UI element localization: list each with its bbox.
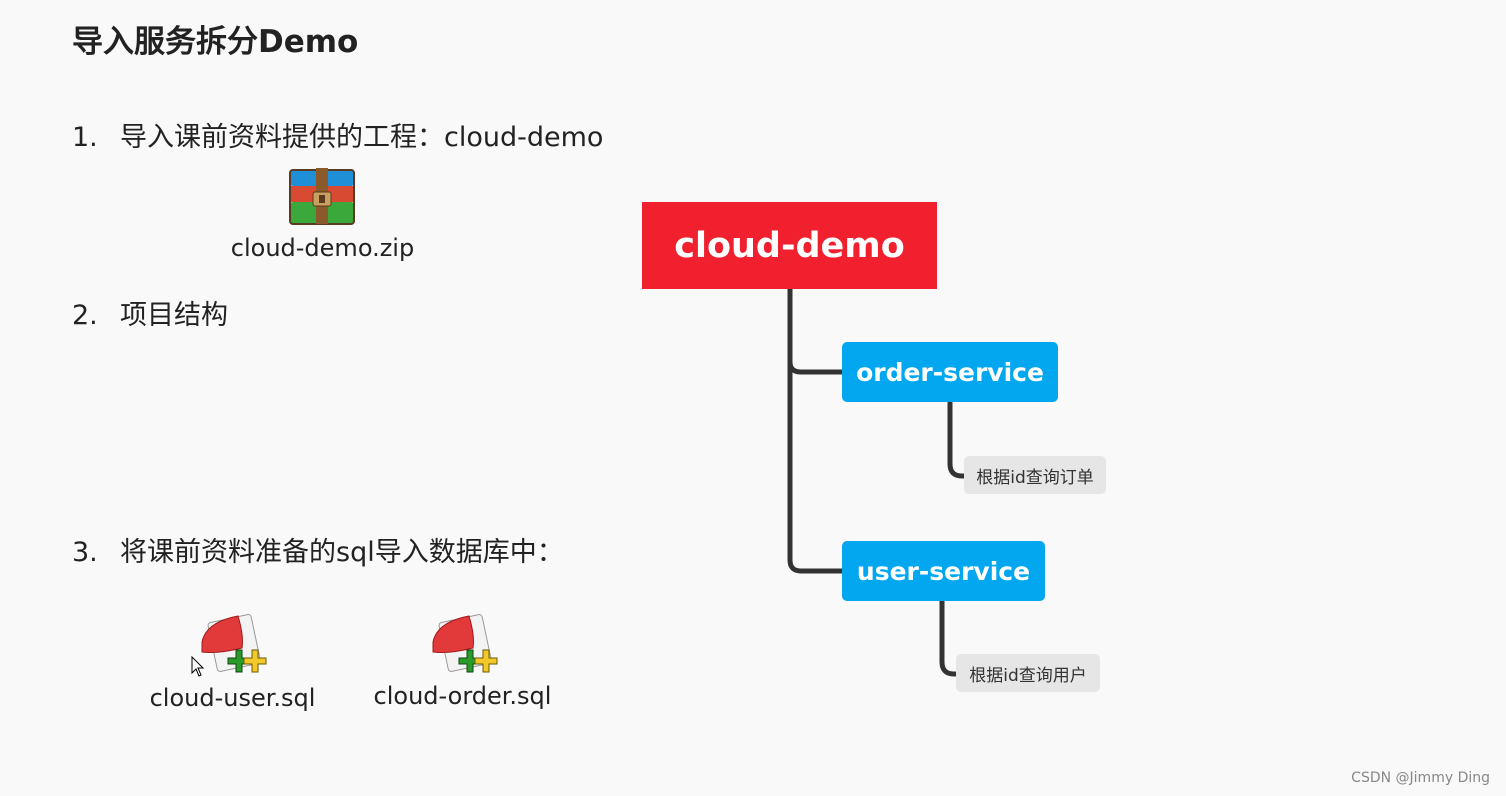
step-text: 将课前资料准备的sql导入数据库中：: [120, 537, 564, 568]
file-label: cloud-user.sql: [149, 684, 316, 712]
user-service-node: user-service: [842, 541, 1045, 601]
order-service-node: order-service: [842, 342, 1058, 402]
order-service-desc: 根据id查询订单: [964, 456, 1106, 494]
file-label: cloud-order.sql: [373, 682, 552, 710]
mouse-cursor-icon: [191, 656, 205, 677]
winrar-archive-icon: [289, 168, 355, 225]
watermark: CSDN @Jimmy Ding: [1351, 770, 1490, 786]
sql-file-icon: [432, 614, 498, 673]
user-service-desc: 根据id查询用户: [956, 654, 1100, 692]
connector-root-user: [787, 286, 845, 574]
tree-root-node: cloud-demo: [642, 202, 937, 289]
step-number: 2.: [72, 300, 98, 331]
user-sql-file[interactable]: cloud-user.sql: [140, 612, 325, 717]
page-title: 导入服务拆分Demo: [72, 24, 359, 60]
step-3: 3. 将课前资料准备的sql导入数据库中：: [72, 530, 564, 569]
step-2: 2. 项目结构: [72, 293, 228, 332]
sql-file-icon: [201, 614, 267, 673]
file-label: cloud-demo.zip: [230, 234, 415, 262]
step-text: 项目结构: [120, 300, 228, 331]
connector-root-order: [787, 359, 845, 375]
zip-file[interactable]: cloud-demo.zip: [220, 166, 425, 266]
order-sql-file[interactable]: cloud-order.sql: [365, 612, 560, 717]
step-1: 1. 导入课前资料提供的工程：cloud-demo: [72, 115, 603, 154]
step-text: 导入课前资料提供的工程：cloud-demo: [120, 122, 604, 153]
step-number: 3.: [72, 537, 98, 568]
step-number: 1.: [72, 122, 98, 153]
